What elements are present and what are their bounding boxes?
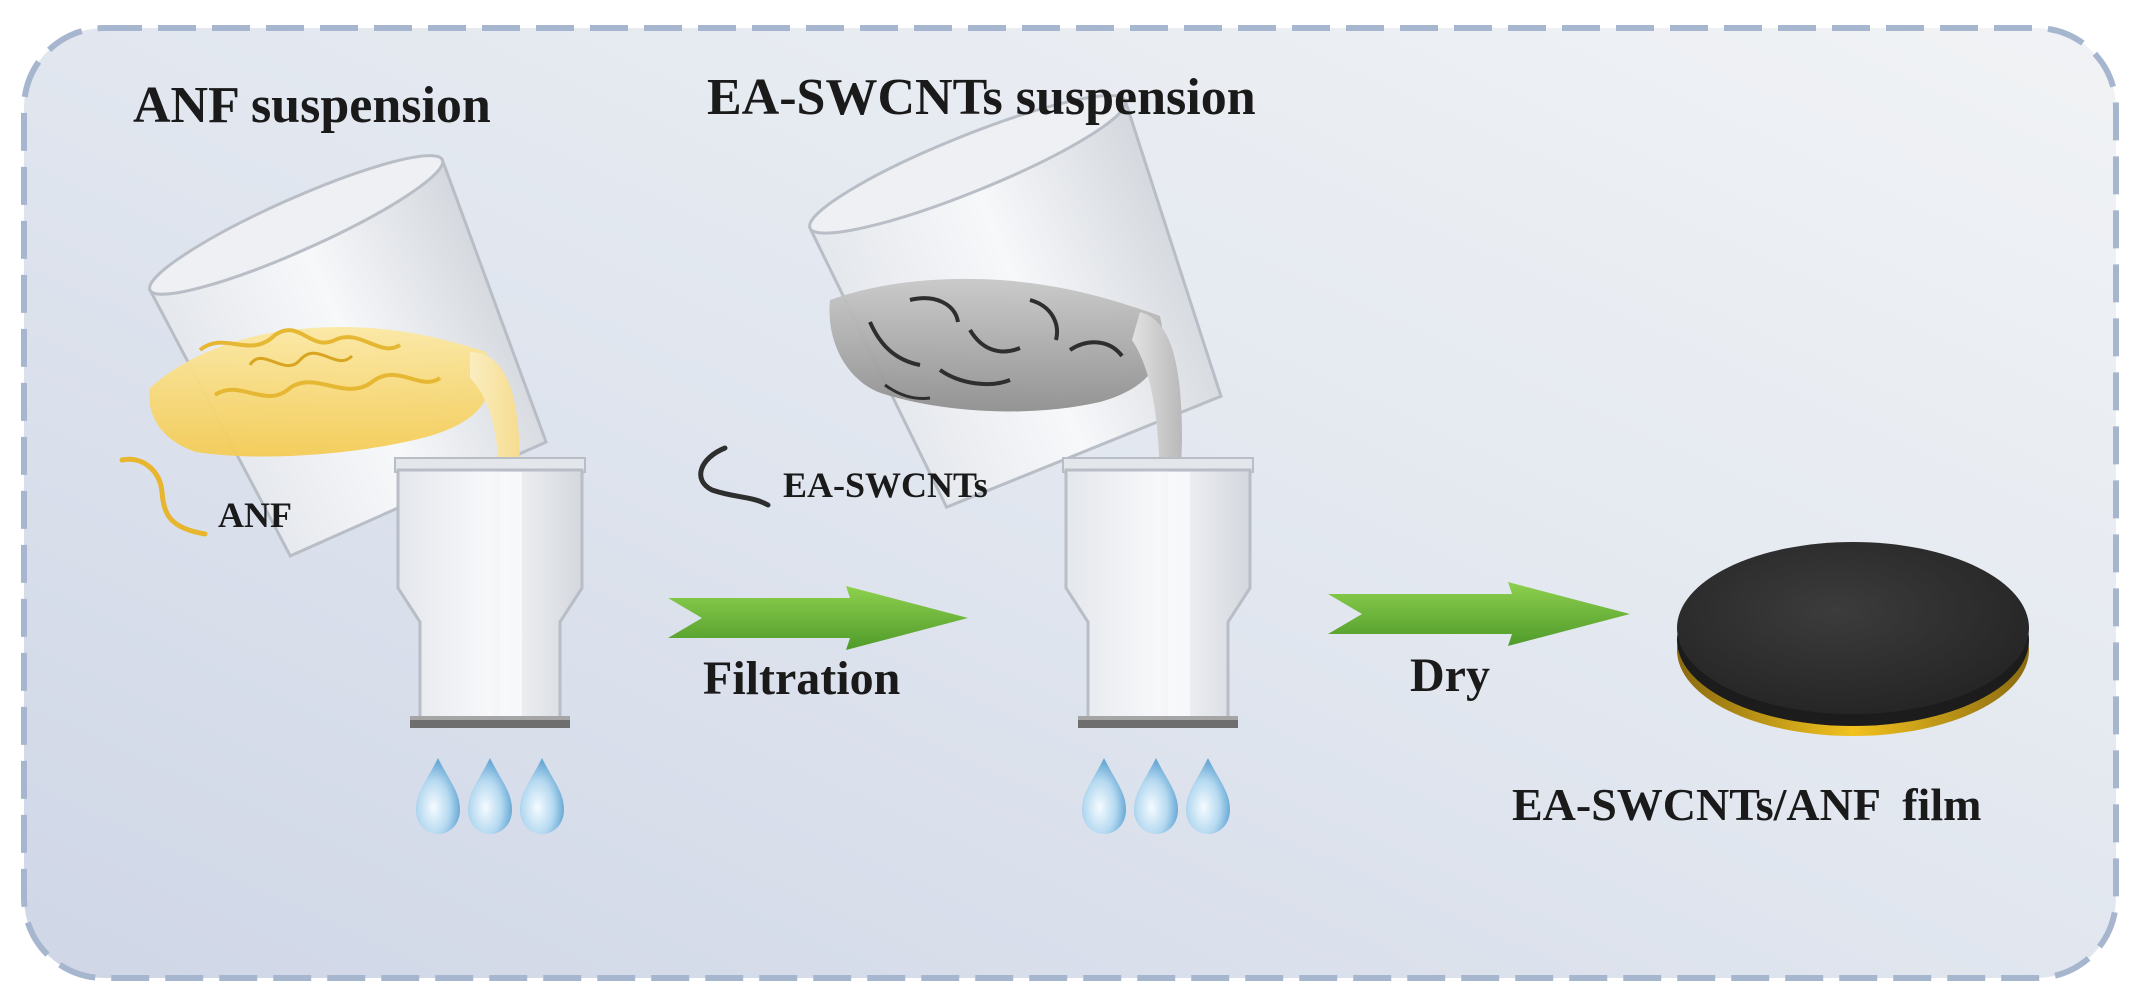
dry-arrow-icon bbox=[1328, 582, 1630, 646]
droplet-icon-group-2 bbox=[1082, 758, 1230, 834]
ea-swcnts-suspension-label: EA-SWCNTs suspension bbox=[707, 69, 1256, 126]
filter-funnel-icon-1 bbox=[394, 457, 586, 728]
dry-label: Dry bbox=[1410, 649, 1490, 702]
anf-fiber-label: ANF bbox=[218, 495, 292, 535]
ea-swcnts-fiber-label: EA-SWCNTs bbox=[783, 465, 988, 505]
droplet-icon bbox=[520, 758, 564, 834]
droplet-icon bbox=[468, 758, 512, 834]
anf-fiber-icon bbox=[119, 456, 208, 537]
swcnt-beaker-icon bbox=[807, 94, 1223, 510]
swcnt-fiber-icon bbox=[698, 445, 771, 508]
anf-beaker-icon bbox=[147, 154, 548, 558]
droplet-icon-group-1 bbox=[416, 758, 564, 834]
filtration-label: Filtration bbox=[703, 652, 901, 705]
droplet-icon bbox=[416, 758, 460, 834]
filtration-arrow-icon bbox=[668, 586, 968, 650]
film-disc-icon bbox=[1677, 542, 2029, 736]
droplet-icon bbox=[1186, 758, 1230, 834]
filter-funnel-icon-2 bbox=[1062, 457, 1254, 728]
anf-suspension-label: ANF suspension bbox=[133, 77, 491, 134]
film-label: EA-SWCNTs/ANF film bbox=[1512, 779, 1982, 830]
droplet-icon bbox=[1082, 758, 1126, 834]
droplet-icon bbox=[1134, 758, 1178, 834]
